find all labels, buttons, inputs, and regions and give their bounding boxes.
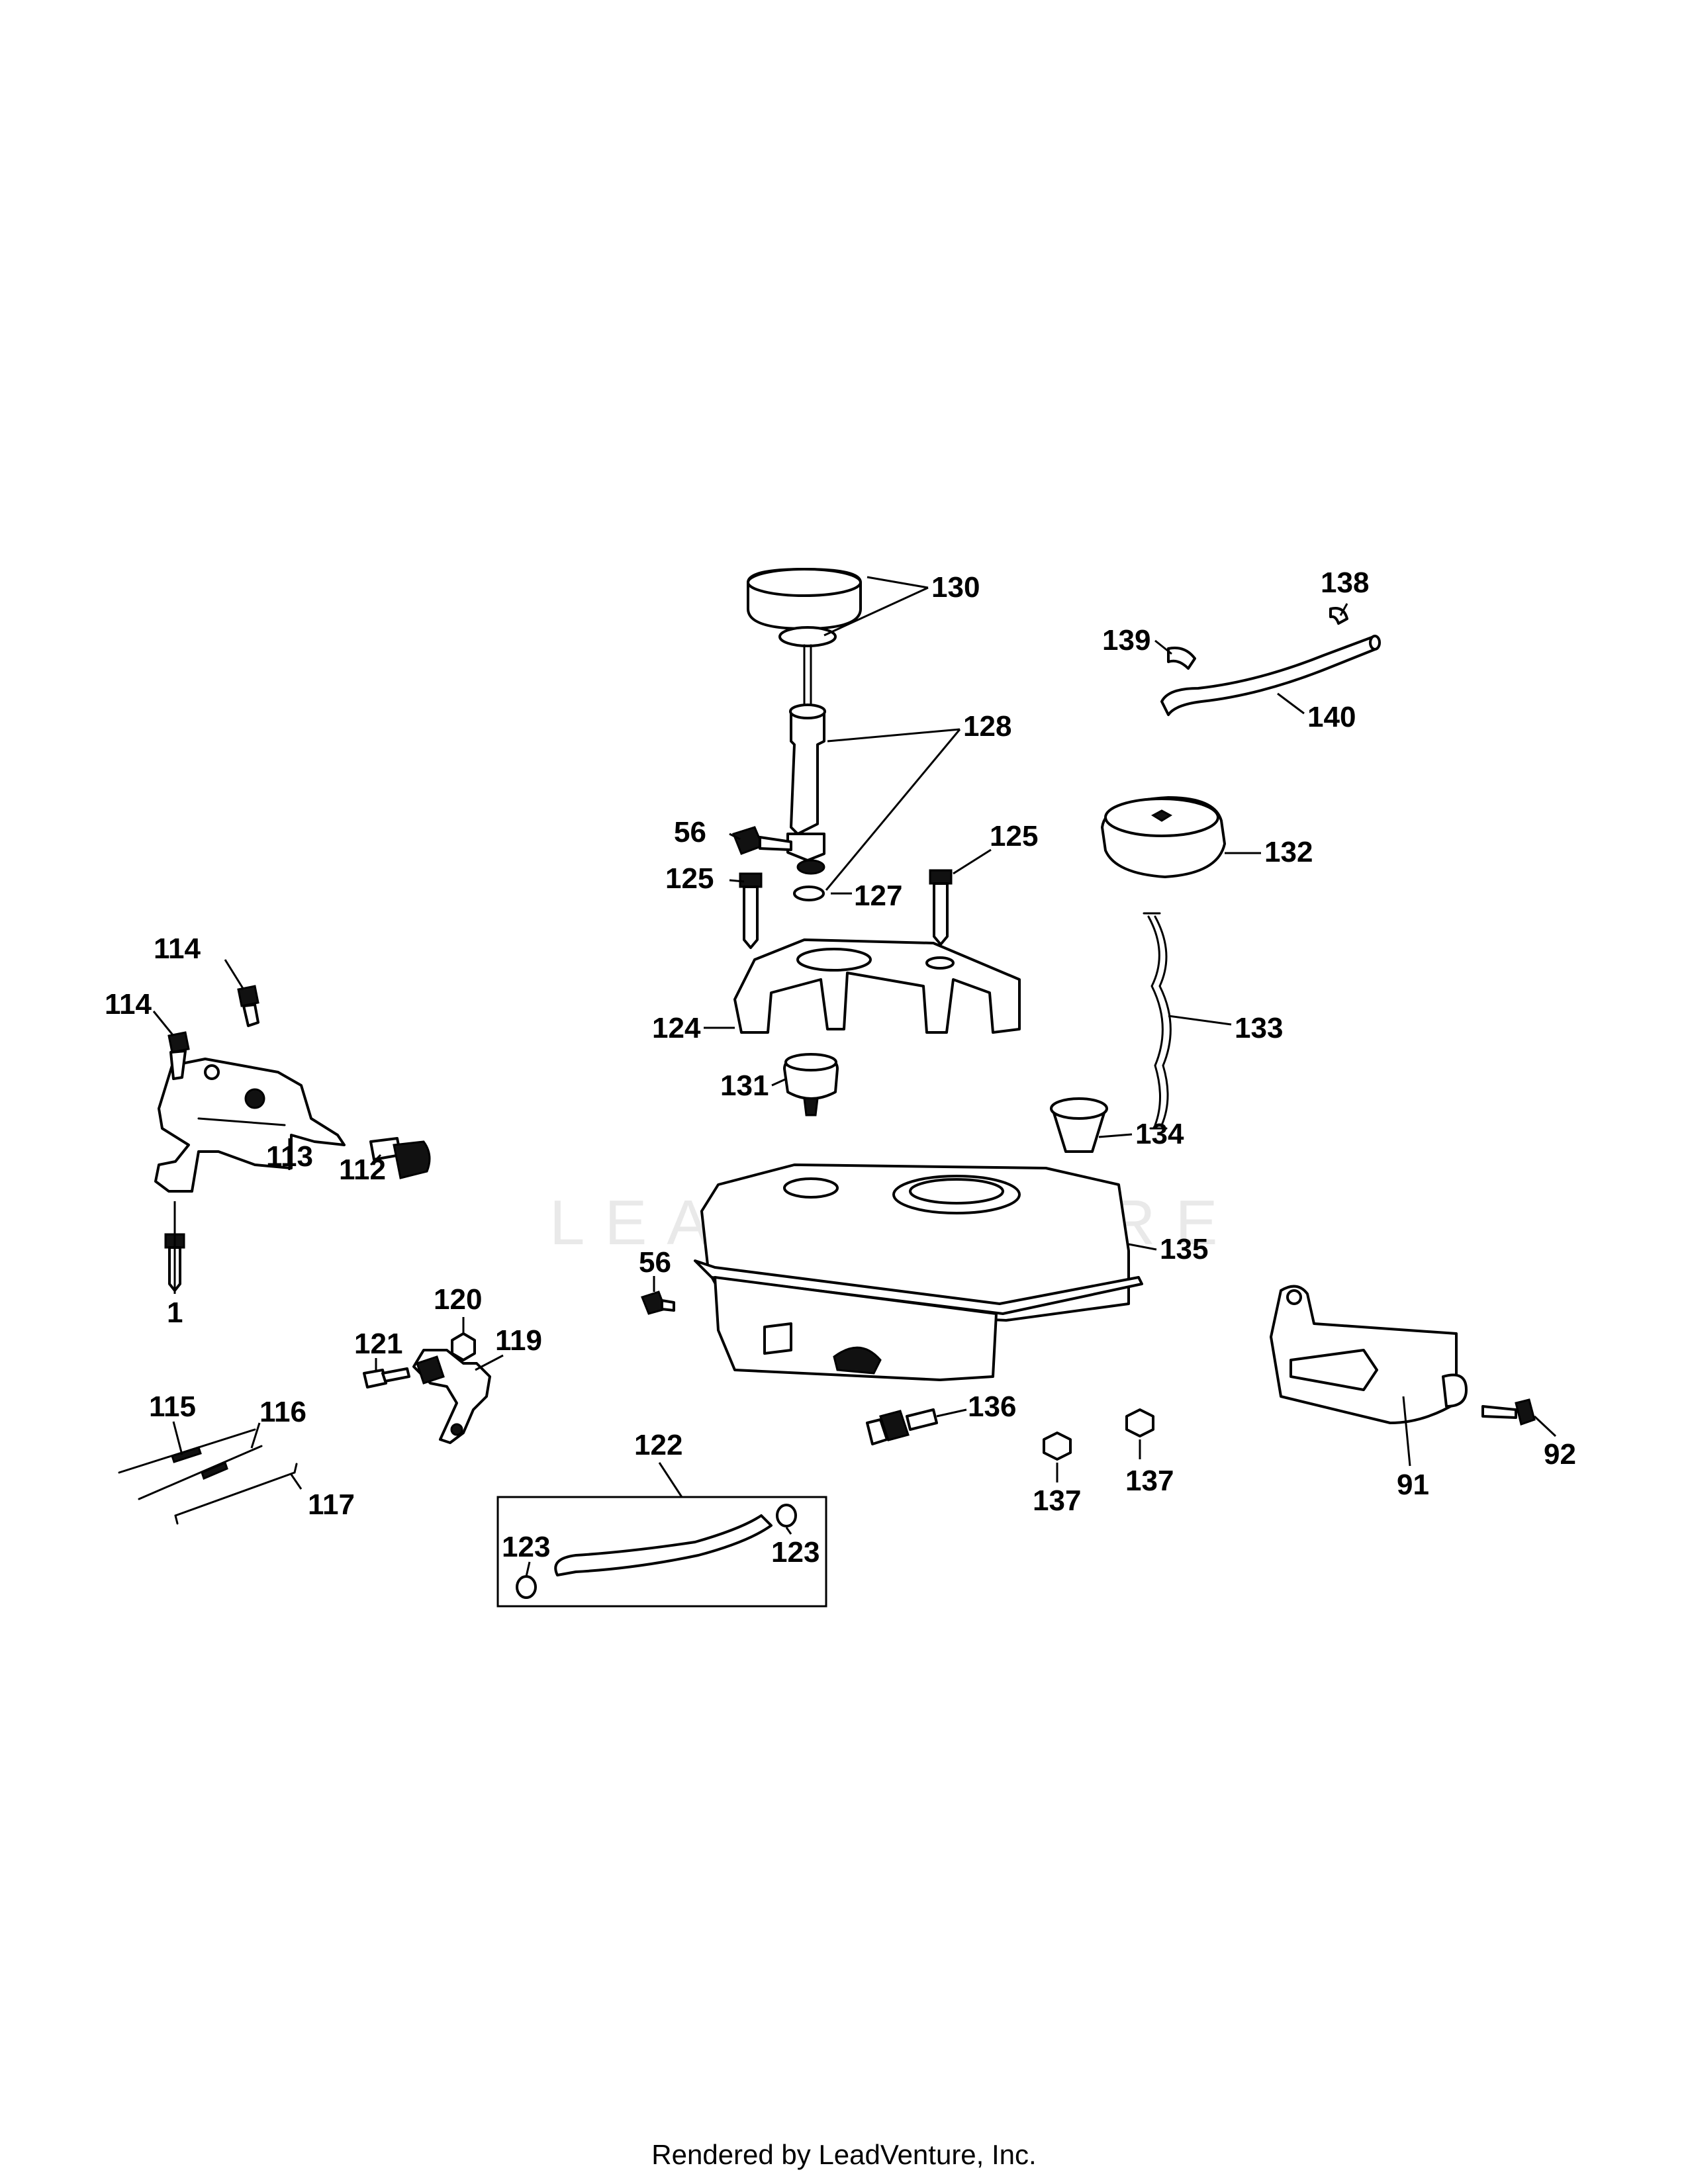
part-122-fuel-hose-kit-box — [496, 1496, 827, 1608]
callout-137-right: 137 — [1125, 1465, 1174, 1497]
part-121-screw — [363, 1367, 410, 1388]
part-115-spring — [118, 1428, 256, 1474]
callout-116: 116 — [259, 1396, 306, 1428]
callout-132: 132 — [1264, 836, 1313, 868]
part-125-bolt-left — [739, 872, 763, 949]
callout-137-left: 137 — [1033, 1484, 1081, 1517]
callout-120: 120 — [434, 1283, 482, 1316]
part-56-bolt-lower — [641, 1291, 675, 1315]
callout-134: 134 — [1135, 1118, 1184, 1150]
callout-140: 140 — [1307, 701, 1356, 733]
callout-92: 92 — [1544, 1438, 1576, 1471]
callout-91: 91 — [1397, 1469, 1429, 1501]
callout-115: 115 — [149, 1390, 196, 1423]
part-114-screw-upper — [237, 985, 259, 1027]
part-136-fuel-shutoff-valve — [866, 1408, 938, 1445]
callout-135: 135 — [1160, 1233, 1208, 1265]
callout-127: 127 — [854, 880, 902, 912]
part-138-hose-clamp — [1329, 607, 1348, 625]
callout-119: 119 — [495, 1324, 542, 1357]
part-137-nut-right — [1125, 1408, 1154, 1437]
callout-125-right: 125 — [990, 820, 1038, 852]
part-132-fuel-cap — [1101, 796, 1226, 878]
callout-56-upper: 56 — [674, 816, 706, 848]
part-125-bolt-right — [929, 869, 953, 946]
part-117-governor-rod — [174, 1463, 298, 1525]
part-134-fuel-strainer — [1050, 1097, 1108, 1153]
callout-1: 1 — [167, 1297, 183, 1329]
part-130-oil-cap — [747, 568, 862, 647]
part-116-spring-rod — [138, 1445, 263, 1500]
part-127-o-ring — [793, 886, 825, 901]
callout-122: 122 — [634, 1429, 682, 1461]
part-124-fuel-tank-shroud — [733, 938, 1021, 1034]
callout-139: 139 — [1102, 624, 1150, 657]
part-133-cap-tether — [1143, 912, 1172, 1130]
part-114-screw-left — [167, 1031, 190, 1080]
callout-124: 124 — [652, 1012, 701, 1044]
part-128-fill-tube — [786, 644, 826, 875]
callout-114-upper: 114 — [154, 933, 201, 965]
part-123-hose-clamp-right — [776, 1504, 797, 1527]
callout-131: 131 — [720, 1069, 769, 1102]
part-119-lever-bracket — [412, 1349, 491, 1444]
part-91-mounting-bracket — [1270, 1285, 1468, 1424]
callout-136: 136 — [968, 1390, 1016, 1423]
footer-credit: Rendered by LeadVenture, Inc. — [651, 2139, 1037, 2170]
part-92-bolt — [1481, 1398, 1536, 1426]
callout-138: 138 — [1321, 567, 1369, 599]
callout-117: 117 — [308, 1488, 355, 1521]
callout-113: 113 — [266, 1140, 313, 1173]
callout-125-left: 125 — [665, 862, 714, 895]
callout-114-left: 114 — [105, 988, 152, 1021]
callout-123-left: 123 — [502, 1531, 550, 1563]
callout-123-right: 123 — [771, 1536, 820, 1569]
callout-56-lower: 56 — [639, 1246, 671, 1279]
part-137-nut-left — [1043, 1432, 1072, 1461]
part-112-throttle-knob — [369, 1137, 431, 1179]
callout-121: 121 — [354, 1328, 402, 1360]
leader-lines — [152, 576, 1557, 1577]
part-131-vent-cap — [783, 1053, 839, 1116]
callout-128: 128 — [963, 710, 1011, 743]
part-113-control-bracket — [154, 1058, 346, 1193]
part-140-fuel-line — [1160, 635, 1381, 716]
callout-112: 112 — [339, 1154, 386, 1186]
callout-133: 133 — [1235, 1012, 1283, 1044]
part-135-fuel-tank — [694, 1163, 1143, 1381]
part-122-fuel-hose — [554, 1514, 773, 1576]
part-56-bolt-upper — [732, 826, 792, 855]
callout-130: 130 — [931, 571, 980, 604]
part-139-hose-clamp — [1167, 647, 1196, 670]
part-123-hose-clamp-left — [516, 1575, 537, 1599]
